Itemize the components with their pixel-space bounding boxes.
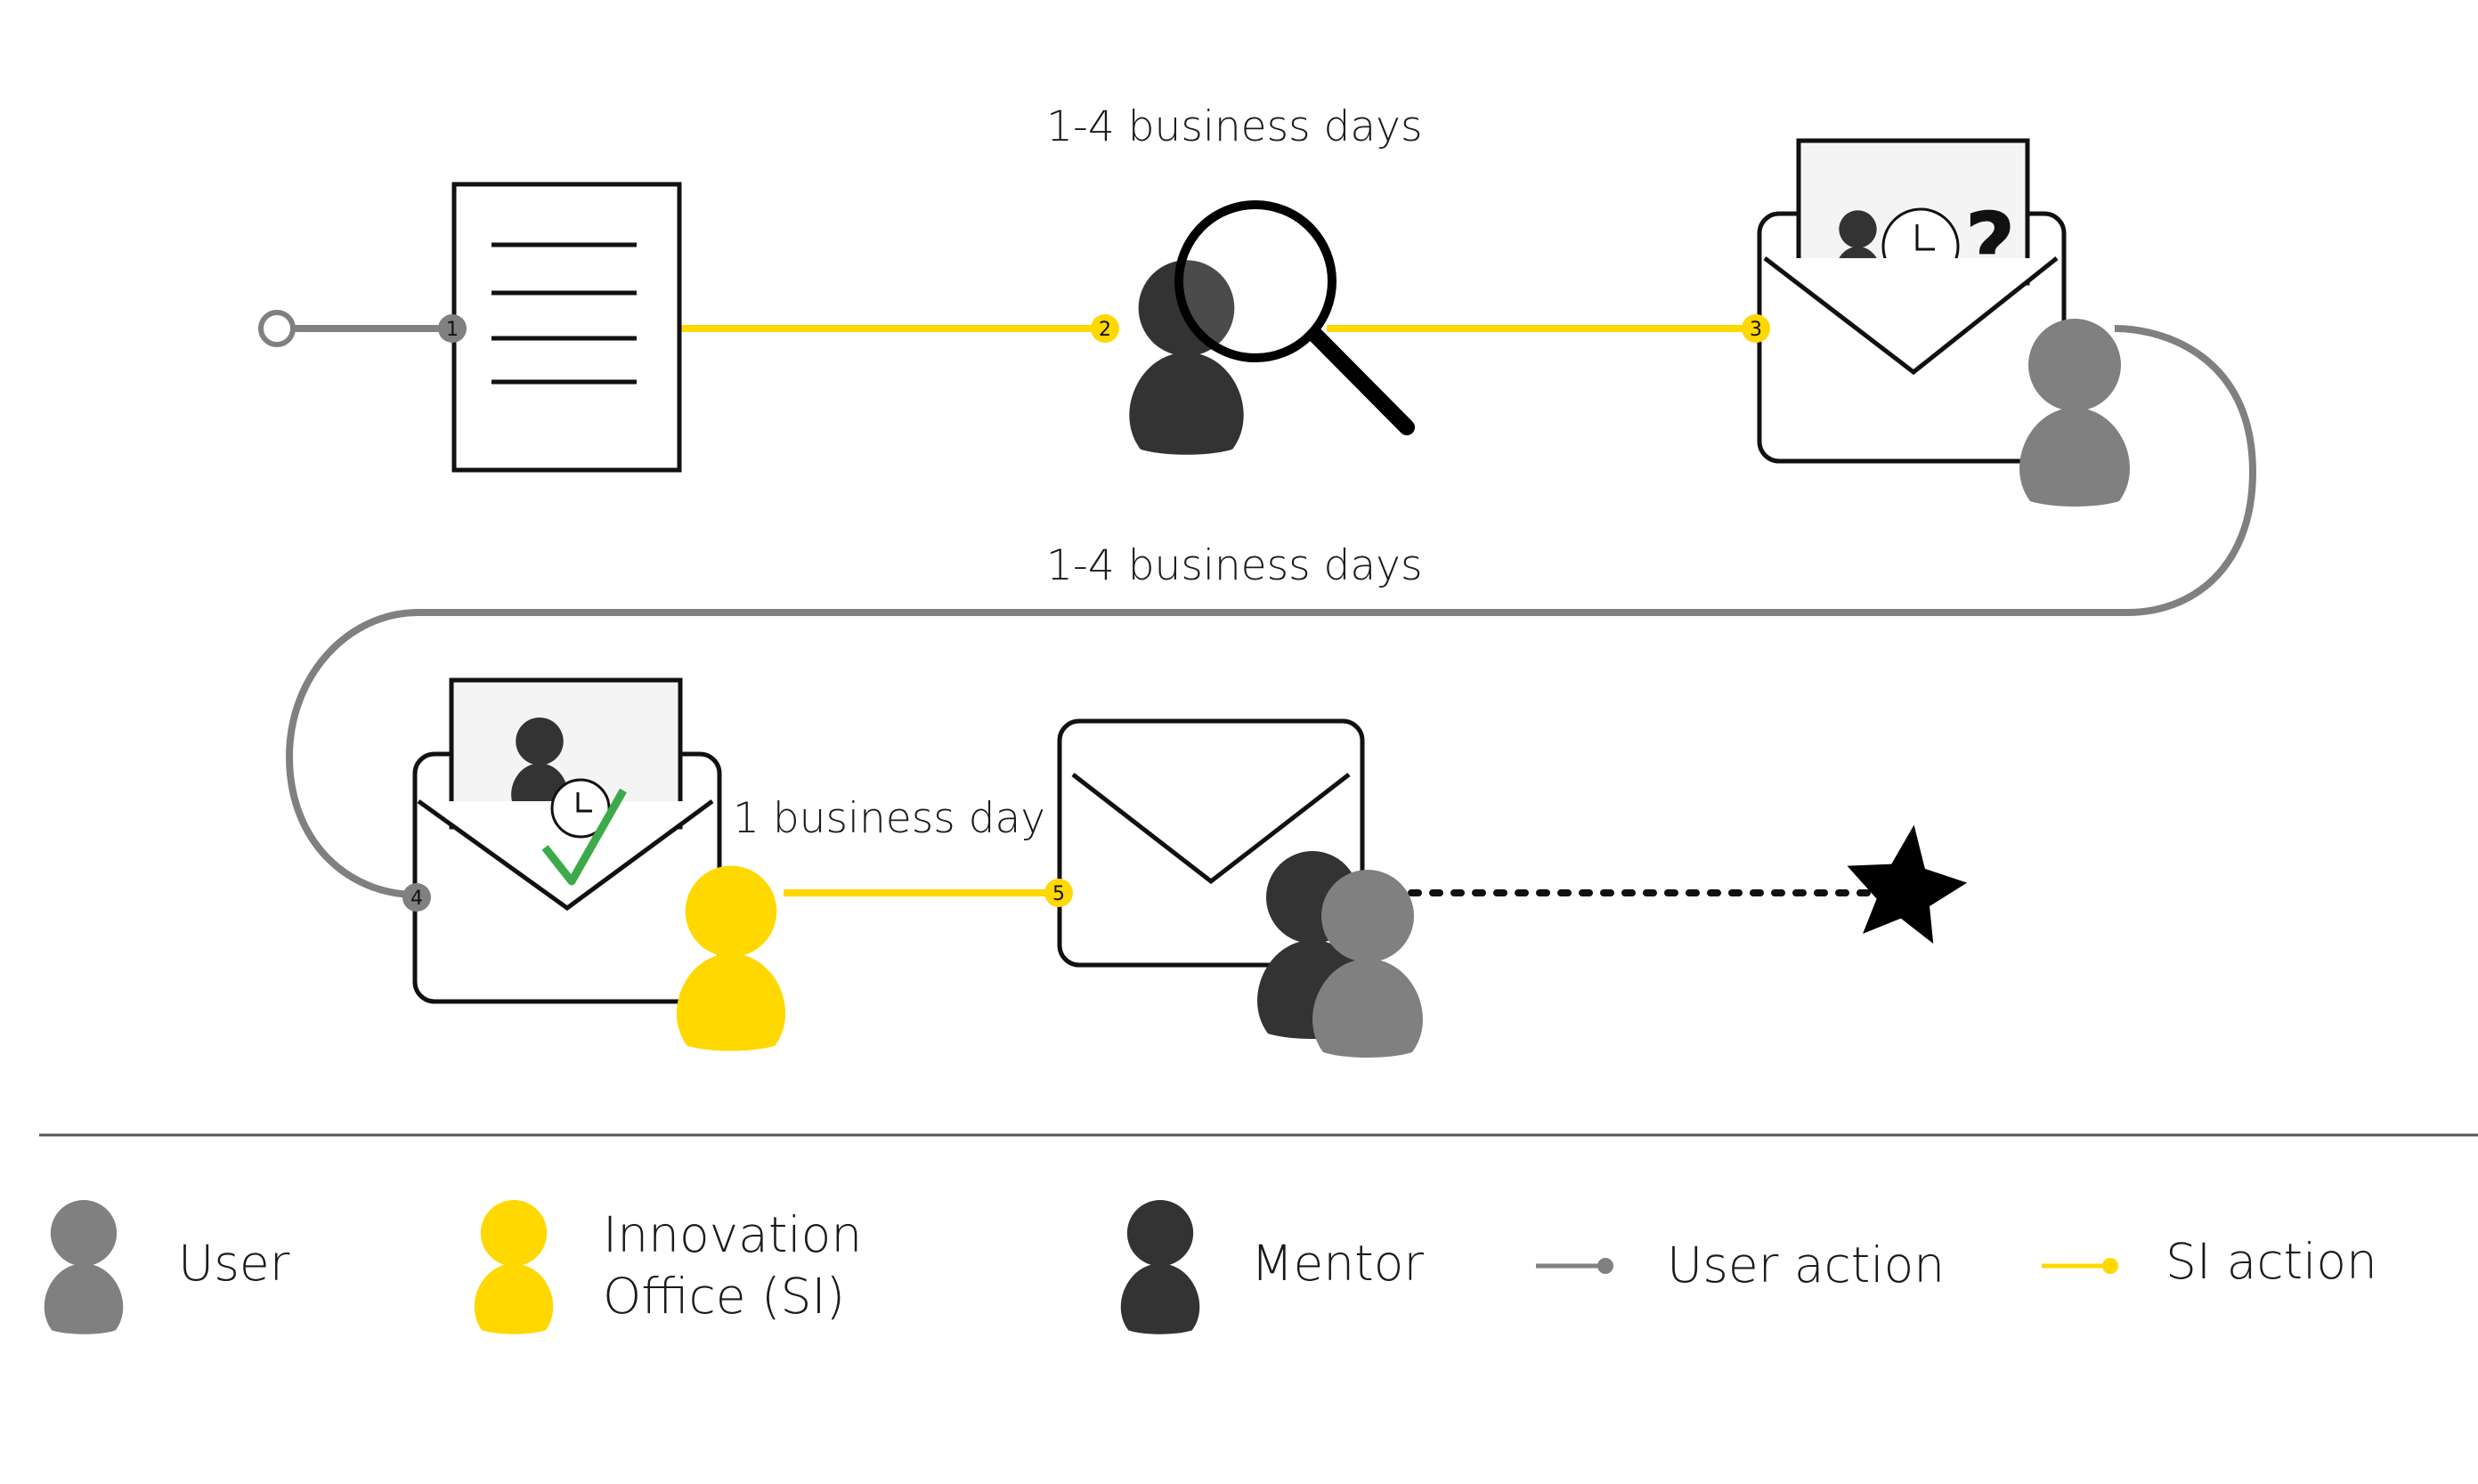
duration-label-top: 1-4 business days <box>1046 102 1423 151</box>
legend-si-action-label: SI action <box>2165 1233 2377 1290</box>
step-marker-2: 2 <box>1091 314 1119 343</box>
step-marker-5: 5 <box>1044 879 1073 907</box>
legend-si-label: Innovation Office (SI) <box>603 1204 959 1327</box>
svg-text:4: 4 <box>410 888 423 910</box>
svg-text:5: 5 <box>1052 883 1065 905</box>
start-marker <box>258 310 296 347</box>
envelope-question-icon: ? <box>1757 138 2067 464</box>
envelope-check-icon <box>412 677 722 1004</box>
star-icon <box>1847 824 1968 944</box>
legend-mentor-label: Mentor <box>1251 1235 1424 1292</box>
legend-user-label: User <box>178 1235 290 1292</box>
legend-si-label-line2: Office (SI) <box>603 1267 846 1325</box>
step-marker-3: 3 <box>1742 314 1770 343</box>
legend-user-icon <box>44 1200 124 1334</box>
step-markers: 1 2 3 4 5 <box>402 314 1770 912</box>
magnifier-icon <box>1174 200 1415 435</box>
document-icon <box>451 182 682 473</box>
legend-user-action-line-icon <box>1536 1258 1613 1274</box>
svg-text:3: 3 <box>1750 319 1762 341</box>
step-marker-4: 4 <box>402 883 431 912</box>
duration-label-middle: 1-4 business days <box>1046 541 1423 590</box>
legend-user-action-label: User action <box>1667 1237 1946 1293</box>
legend-si-icon <box>474 1200 554 1334</box>
legend-mentor-icon <box>1120 1200 1200 1334</box>
flow-lines <box>285 325 2257 898</box>
duration-label-bottom: 1 business day <box>733 794 1046 843</box>
svg-text:2: 2 <box>1099 319 1111 341</box>
legend-si-label-line1: Innovation <box>603 1206 863 1263</box>
step-marker-1: 1 <box>438 314 467 343</box>
user-line-3-4 <box>285 325 2257 898</box>
svg-text:1: 1 <box>446 319 459 341</box>
legend-si-action-line-icon <box>2042 1258 2118 1274</box>
